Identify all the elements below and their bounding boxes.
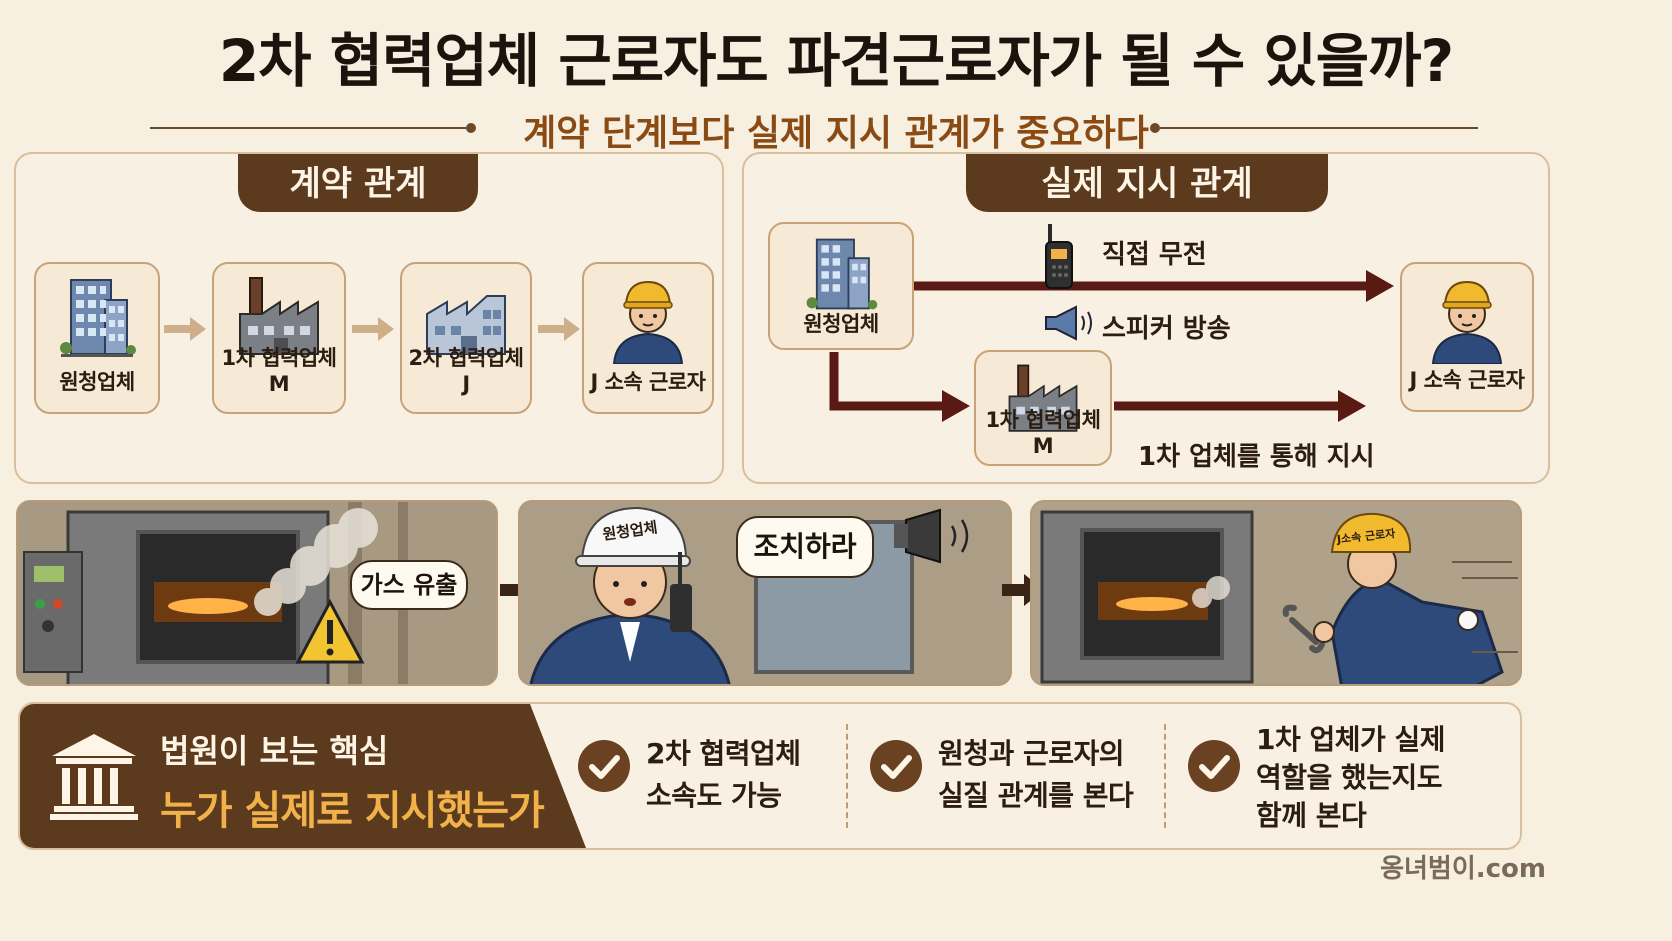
- page-title: 2차 협력업체 근로자도 파견근로자가 될 수 있을까?: [218, 27, 1454, 95]
- court-icon: [50, 734, 138, 820]
- factory-icon: [1008, 364, 1078, 432]
- contract-node-principal: 원청업체: [34, 262, 160, 414]
- court-key-label: 법원이 보는 핵심: [160, 732, 389, 770]
- subtitle-right-line: [1160, 127, 1478, 129]
- check-item-2: 원청과 근로자의 실질 관계를 본다: [870, 704, 1160, 848]
- megaphone-icon: [1045, 305, 1092, 341]
- check-item-3-line2: 역할을 했는지도: [1256, 761, 1443, 794]
- actual-node-worker: J 소속 근로자: [1400, 262, 1534, 412]
- scene-worker-response: J소속 근로자: [1030, 500, 1522, 686]
- contract-node-worker: J 소속 근로자: [582, 262, 714, 414]
- contract-panel: 계약 관계 원청업체 1차 협력업체 M: [14, 152, 724, 484]
- contract-arrow-3: [538, 317, 580, 341]
- subtitle-right-dot: [1150, 123, 1160, 133]
- actual-node-worker-label: J 소속 근로자: [1409, 368, 1525, 392]
- worker-response-illustration: [1032, 502, 1520, 684]
- subtitle-row: 계약 단계보다 실제 지시 관계가 중요하다: [150, 104, 1522, 154]
- check-divider-2: [1164, 724, 1166, 828]
- check-item-2-line1: 원청과 근로자의: [938, 737, 1125, 770]
- scene-gas-leak: 가스 유출: [16, 500, 498, 686]
- factory-icon: [239, 277, 319, 355]
- check-icon: [1188, 740, 1240, 792]
- subtitle-left-line: [150, 127, 466, 129]
- subtitle: 계약 단계보다 실제 지시 관계가 중요하다: [523, 113, 1149, 154]
- check-item-3: 1차 업체가 실제 역할을 했는지도 함께 본다: [1188, 704, 1508, 848]
- actual-node-principal-label: 원청업체: [803, 312, 879, 336]
- contract-arrow-2: [352, 317, 394, 341]
- office-building-icon: [60, 279, 136, 357]
- check-item-1-line1: 2차 협력업체: [646, 737, 801, 770]
- order-bubble: 조치하라: [736, 516, 874, 578]
- watermark: 옹녀범이.com: [1380, 854, 1546, 884]
- check-item-2-line2: 실질 관계를 본다: [938, 779, 1134, 812]
- factory-icon: [426, 295, 506, 355]
- court-key-question: 누가 실제로 지시했는가: [160, 788, 545, 834]
- check-icon: [578, 740, 630, 792]
- contract-node-second-tier-label: 2차 협력업체 J: [408, 346, 524, 396]
- contract-node-second-tier: 2차 협력업체 J: [400, 262, 532, 414]
- contract-node-principal-label: 원청업체: [59, 370, 135, 394]
- actual-panel-header: 실제 지시 관계: [966, 154, 1328, 212]
- check-item-3-line3: 함께 본다: [1256, 799, 1367, 832]
- court-summary-bar: 법원이 보는 핵심 누가 실제로 지시했는가 2차 협력업체 소속도 가능 원청…: [18, 702, 1522, 850]
- actual-node-first-tier-label: 1차 협력업체 M: [985, 408, 1101, 458]
- court-key-box: 법원이 보는 핵심 누가 실제로 지시했는가: [20, 704, 586, 848]
- label-speaker: 스피커 방송: [1102, 314, 1231, 344]
- contract-node-worker-label: J 소속 근로자: [590, 370, 706, 394]
- actual-node-principal: 원청업체: [768, 222, 914, 350]
- label-direct-radio: 직접 무전: [1102, 240, 1207, 270]
- check-item-1-line2: 소속도 가능: [646, 779, 782, 812]
- walkie-talkie-icon: [1045, 224, 1073, 289]
- office-building-icon: [806, 238, 878, 310]
- contract-arrow-1: [164, 317, 206, 341]
- contract-node-first-tier-label: 1차 협력업체 M: [221, 346, 337, 396]
- check-icon: [870, 740, 922, 792]
- instruction-arrows: [829, 270, 1394, 422]
- label-via-first-tier: 1차 업체를 통해 지시: [1138, 442, 1375, 472]
- check-item-3-line1: 1차 업체가 실제: [1256, 723, 1446, 756]
- contract-node-first-tier: 1차 협력업체 M: [212, 262, 346, 414]
- worker-icon: [612, 280, 684, 364]
- check-divider-1: [846, 724, 848, 828]
- worker-icon: [1431, 280, 1503, 364]
- subtitle-left-dot: [466, 123, 476, 133]
- actual-panel: 실제 지시 관계 원청업체 직접 무전 스피커 방송: [742, 152, 1550, 484]
- scene-order: 원청업체 조치하라: [518, 500, 1012, 686]
- check-item-1: 2차 협력업체 소속도 가능: [578, 704, 848, 848]
- gas-leak-bubble: 가스 유출: [350, 560, 468, 610]
- actual-node-first-tier: 1차 협력업체 M: [974, 350, 1112, 466]
- contract-panel-header: 계약 관계: [238, 154, 478, 212]
